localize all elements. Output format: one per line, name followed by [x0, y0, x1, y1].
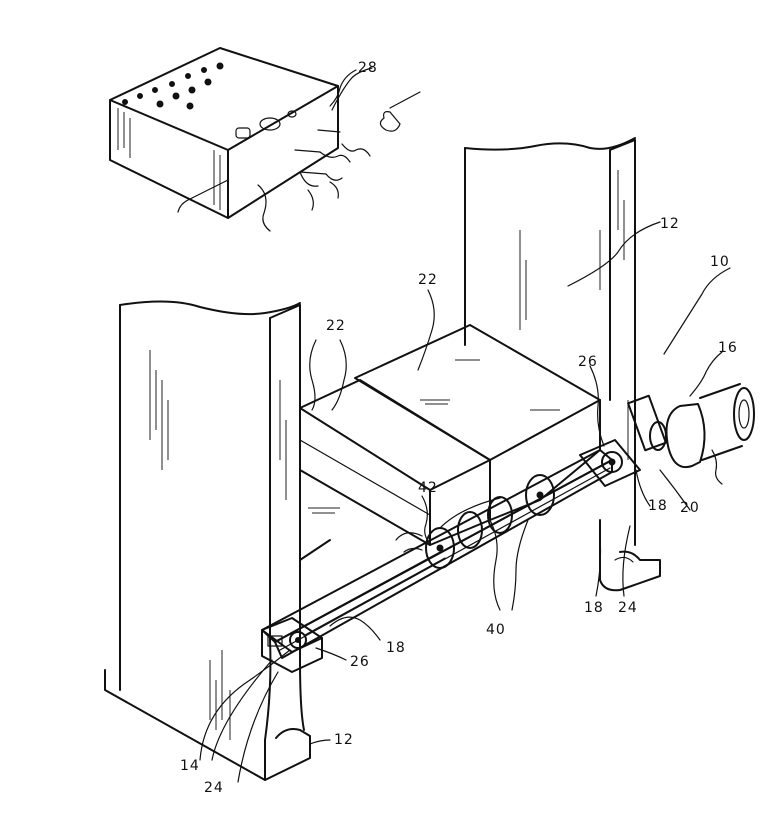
label-24-right: 24	[618, 600, 638, 616]
label-14: 14	[180, 758, 200, 774]
label-22-lower: 22	[326, 318, 346, 334]
label-26-right: 26	[578, 354, 598, 370]
label-16: 16	[718, 340, 738, 356]
label-22-upper: 22	[418, 272, 438, 288]
reference-numerals: 28 12 10 16 22 22 26 42 18 20 18 24 40 1…	[180, 60, 738, 796]
label-10: 10	[710, 254, 730, 270]
label-20: 20	[680, 500, 700, 516]
left-column	[105, 301, 310, 780]
label-18-lower: 18	[584, 600, 604, 616]
right-drive-assembly	[580, 384, 754, 486]
label-26-left: 26	[350, 654, 370, 670]
label-18-right: 18	[648, 498, 668, 514]
mold-blocks	[300, 325, 600, 560]
label-24-left: 24	[204, 780, 224, 796]
label-40: 40	[486, 622, 506, 638]
label-42: 42	[418, 480, 438, 496]
right-column	[465, 138, 660, 590]
label-28: 28	[358, 60, 378, 76]
label-18-left: 18	[386, 640, 406, 656]
label-12-bottom: 12	[334, 732, 354, 748]
label-12-top: 12	[660, 216, 680, 232]
